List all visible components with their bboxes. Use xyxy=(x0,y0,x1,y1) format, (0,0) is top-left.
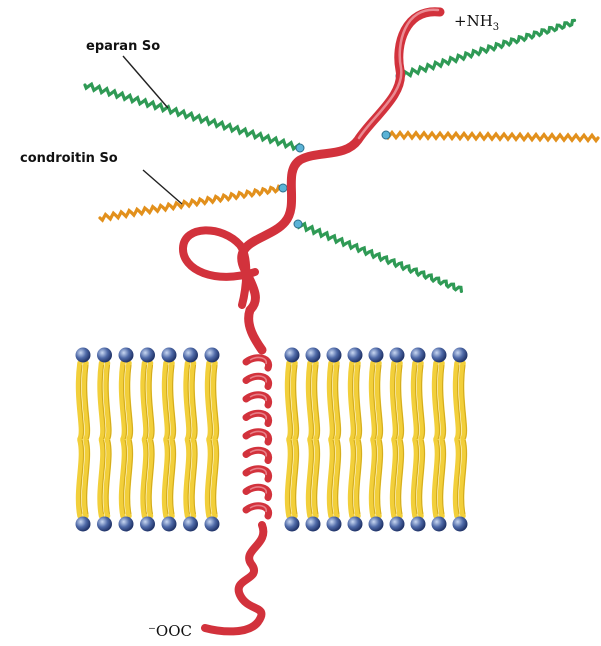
heparan-chain-3 xyxy=(298,224,461,292)
protein-backbone xyxy=(242,12,440,350)
lipid-head xyxy=(306,517,321,532)
linkage-site xyxy=(382,131,390,139)
core-protein xyxy=(183,10,440,632)
glycan-chains xyxy=(85,20,598,291)
lipid-head xyxy=(119,348,134,363)
lipid-head xyxy=(140,517,155,532)
lipid-head xyxy=(140,348,155,363)
lipid-head xyxy=(348,348,363,363)
lipid-head xyxy=(369,348,384,363)
lipid-head xyxy=(183,517,198,532)
lipid-head xyxy=(162,517,177,532)
transmembrane-helix xyxy=(246,357,269,516)
protein-cytoplasmic-tail xyxy=(205,525,263,631)
heparan-chain-1 xyxy=(85,84,300,149)
lipid-head xyxy=(453,517,468,532)
lipid-head xyxy=(327,517,342,532)
lipid-head xyxy=(432,348,447,363)
lipid-head xyxy=(97,517,112,532)
lipid-bilayer-right xyxy=(285,348,468,532)
c-terminus-label: ⁻OOC xyxy=(148,622,192,640)
linkage-site xyxy=(296,144,304,152)
lipid-head xyxy=(205,517,220,532)
lipid-head xyxy=(453,348,468,363)
lipid-head xyxy=(390,517,405,532)
lipid-head xyxy=(369,517,384,532)
chondroitin-chain-2 xyxy=(386,133,598,141)
chondroitin-sulfate-label: condroitin So xyxy=(20,151,118,166)
lipid-head xyxy=(76,517,91,532)
lipid-head xyxy=(306,348,321,363)
lipid-head xyxy=(411,348,426,363)
lipid-head xyxy=(119,517,134,532)
lipid-head xyxy=(327,348,342,363)
lipid-head xyxy=(183,348,198,363)
lipid-head xyxy=(411,517,426,532)
lipid-head xyxy=(205,348,220,363)
lipid-head xyxy=(348,517,363,532)
lipid-head xyxy=(285,517,300,532)
n-terminus-label: +NH3 xyxy=(454,12,499,33)
lipid-bilayer-left xyxy=(76,348,220,532)
heparan-sulfate-label: eparan So xyxy=(86,39,160,54)
chondroitin-chain-1 xyxy=(100,186,283,220)
linkage-site xyxy=(279,184,287,192)
lipid-head xyxy=(162,348,177,363)
lipid-head xyxy=(432,517,447,532)
protein-loop xyxy=(183,230,255,305)
lipid-head xyxy=(390,348,405,363)
lipid-head xyxy=(76,348,91,363)
lipid-head xyxy=(285,348,300,363)
lipid-head xyxy=(97,348,112,363)
linkage-site xyxy=(294,220,302,228)
chondroitin-label-leader xyxy=(143,170,182,204)
